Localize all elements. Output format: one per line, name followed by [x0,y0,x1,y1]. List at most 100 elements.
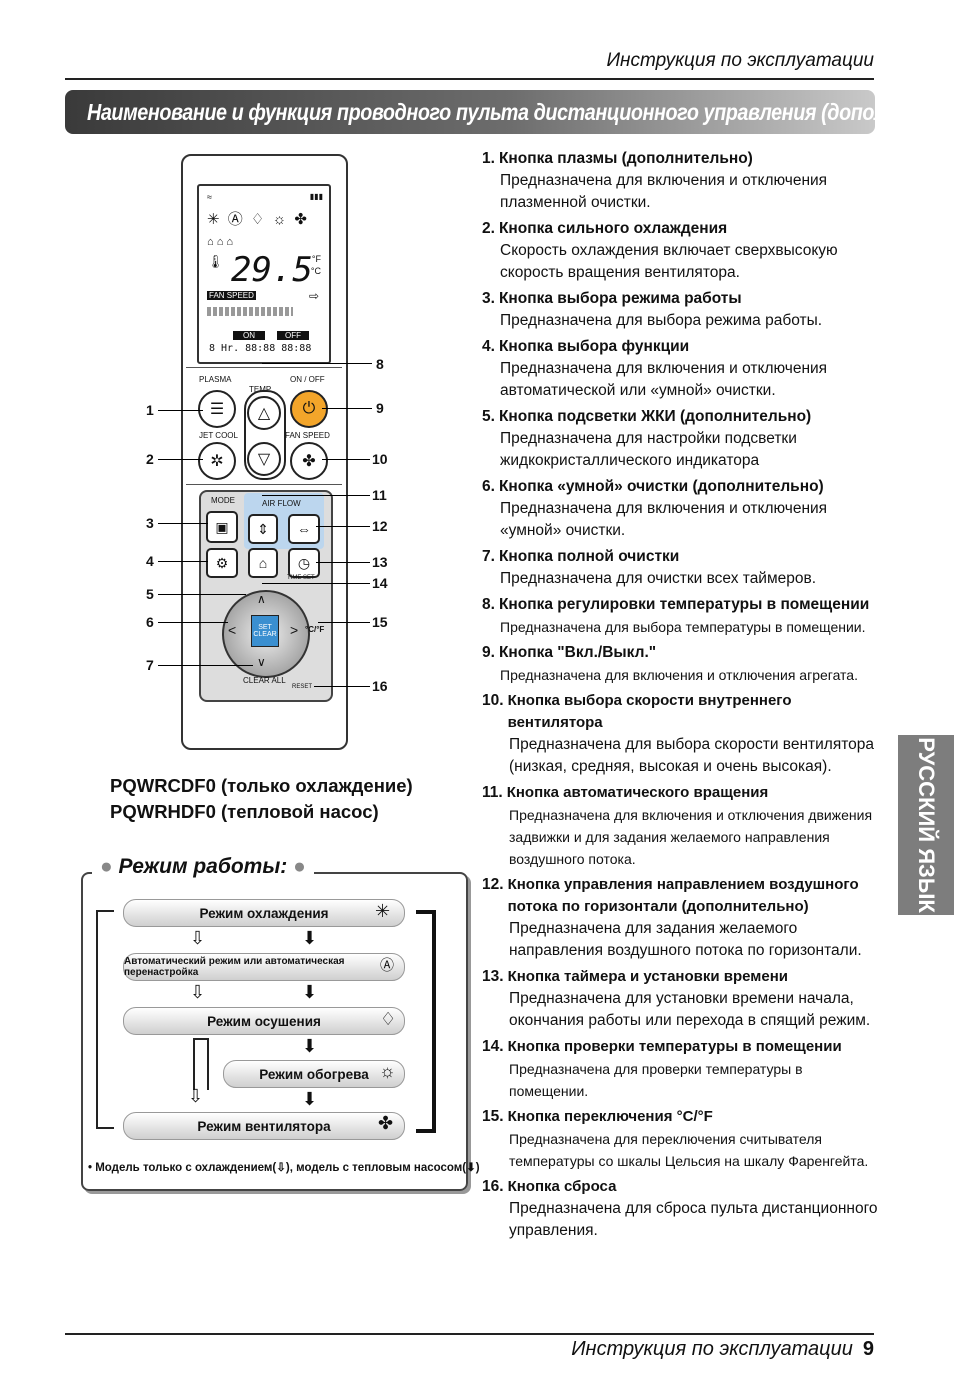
skip-arrow [193,1038,209,1090]
fan-speed-button[interactable]: ✤ [290,442,328,480]
callout-4: 4 [146,553,154,569]
modes-title: ● Режим работы: ● [92,855,314,879]
item-title: 5.Кнопка подсветки ЖКИ (дополнительно) [482,406,882,428]
arrow-down-solid-icon: ⬇ [302,928,318,948]
function-button[interactable]: ⚙ [206,548,238,578]
leader-line [158,523,208,524]
lcd-display: ≈ ▮▮▮ ✳ Ⓐ ♢ ☼ ✤ ⌂ ⌂ ⌂ 🌡 29.5 °F °C FAN S… [197,184,331,364]
leader-line [158,561,208,562]
item-description: Предназначена для включения и отключения… [500,667,858,683]
off-label: OFF [277,331,309,340]
onoff-label: ON / OFF [290,375,325,384]
item-title: 6.Кнопка «умной» очистки (дополнительно) [482,476,882,498]
header-rule [65,78,874,80]
on-label: ON [233,331,265,340]
power-button[interactable]: ⏻ [290,390,328,428]
item-title-text: Кнопка плазмы (дополнительно) [498,150,753,167]
unit-f: °F [311,254,321,264]
header-title: Инструкция по эксплуатации [606,50,874,71]
lcd-temperature: 29.5 [231,250,313,290]
jet-cool-button[interactable]: ✲ [198,442,236,480]
thermo-icon: 🌡 [207,254,224,269]
item-number: 10. [482,692,504,709]
time-set-label: TIME SET [287,575,315,581]
divider [186,484,342,485]
loop-outline [96,910,114,1129]
item-description: Предназначена для включения и отключения… [500,172,828,211]
mode-fan: Режим вентилятора [123,1112,405,1140]
mode-dry-label: Режим осушения [207,1013,321,1029]
item-number: 15. [482,1108,504,1125]
item-number: 4. [482,338,495,355]
model-line-2: PQWRHDF0 (тепловой насос) [110,801,379,822]
mode-fan-label: Режим вентилятора [197,1118,331,1134]
mode-cool-label: Режим охлаждения [199,905,329,921]
set-label: SET [258,624,272,631]
callout-11: 11 [372,487,387,503]
mode-icons: ✳ Ⓐ ♢ ☼ ✤ [207,211,310,228]
mode-heat: Режим обогрева [223,1060,405,1088]
callout-1: 1 [146,402,154,418]
item-title: 2.Кнопка сильного охлаждения [482,218,882,240]
footer-rule [65,1333,874,1335]
item-title-text: Кнопка выбора режима работы [498,290,742,307]
item-title: 4.Кнопка выбора функции [482,336,882,358]
item-number: 9. [482,644,495,661]
room-temp-button[interactable]: ⌂ [248,548,278,578]
fan-speed-label: FAN SPEED [207,291,256,300]
callout-10: 10 [372,451,388,467]
mode-heat-label: Режим обогрева [259,1066,369,1082]
item-title-text: Кнопка подсветки ЖКИ (дополнительно) [498,408,812,425]
arrow-down-solid-icon: ⬇ [466,1162,476,1174]
item-title: 12.Кнопка управления направлением воздуш… [482,874,882,918]
item-title-text: Кнопка управления направлением воздушног… [507,876,859,915]
list-item: 1.Кнопка плазмы (дополнительно)Предназна… [482,148,882,214]
callout-9: 9 [376,400,384,416]
callout-13: 13 [372,554,388,570]
section-banner: Наименование и функция проводного пульта… [65,90,954,134]
leader-line [322,408,372,409]
down-arrow-icon: ∨ [257,655,266,669]
language-tab: РУССКИЙ ЯЗЫК [898,735,954,915]
temp-up-button[interactable]: △ [247,396,281,430]
left-arrow-icon: < [228,622,237,638]
bullet-icon: ● [100,855,113,878]
mode-button[interactable]: ▣ [206,511,238,543]
horizontal-swing-button[interactable]: ⇔ [288,514,320,544]
temp-rocker [244,390,286,480]
item-description: Предназначена для настройки подсветки жи… [500,430,797,469]
item-description: Предназначена для включения и отключения… [509,807,873,867]
item-description: Предназначена для установки времени нача… [509,990,871,1029]
item-number: 5. [482,408,495,425]
item-description: Предназначена для сброса пульта дистанци… [509,1200,878,1239]
callout-3: 3 [146,515,154,531]
model-line-1: PQWRCDF0 (только охлаждение) [110,775,413,796]
leader-line [316,526,370,527]
battery-icon: ▮▮▮ [309,192,323,201]
leader-line [262,583,370,584]
vertical-swing-button[interactable]: ⇕ [248,514,278,544]
note-part-b: ), модель с тепловым насосом( [285,1162,467,1174]
leader-line [158,594,246,595]
arrow-down-outline-icon: ⇩ [190,928,206,948]
item-title-text: Кнопка регулировки температуры в помещен… [498,596,870,613]
item-title: 13.Кнопка таймера и установки времени [482,966,882,988]
note-part-c: ) [475,1162,480,1174]
set-clear-button[interactable]: SET CLEAR [251,615,279,647]
list-item: 12.Кнопка управления направлением воздуш… [482,874,882,962]
model-names: PQWRCDF0 (только охлаждение) PQWRHDF0 (т… [110,773,413,825]
item-title-text: Кнопка сброса [507,1178,617,1195]
plasma-button[interactable]: ☰ [198,390,236,428]
leader-line [158,622,228,623]
leader-line [322,459,370,460]
timer-button[interactable]: ◷ [288,548,320,578]
clear-label: CLEAR [253,631,277,638]
temp-down-button[interactable]: ▽ [247,442,281,476]
callout-6: 6 [146,614,154,630]
mode-cool: Режим охлаждения [123,899,405,927]
reset-button[interactable]: RESET [292,684,313,690]
